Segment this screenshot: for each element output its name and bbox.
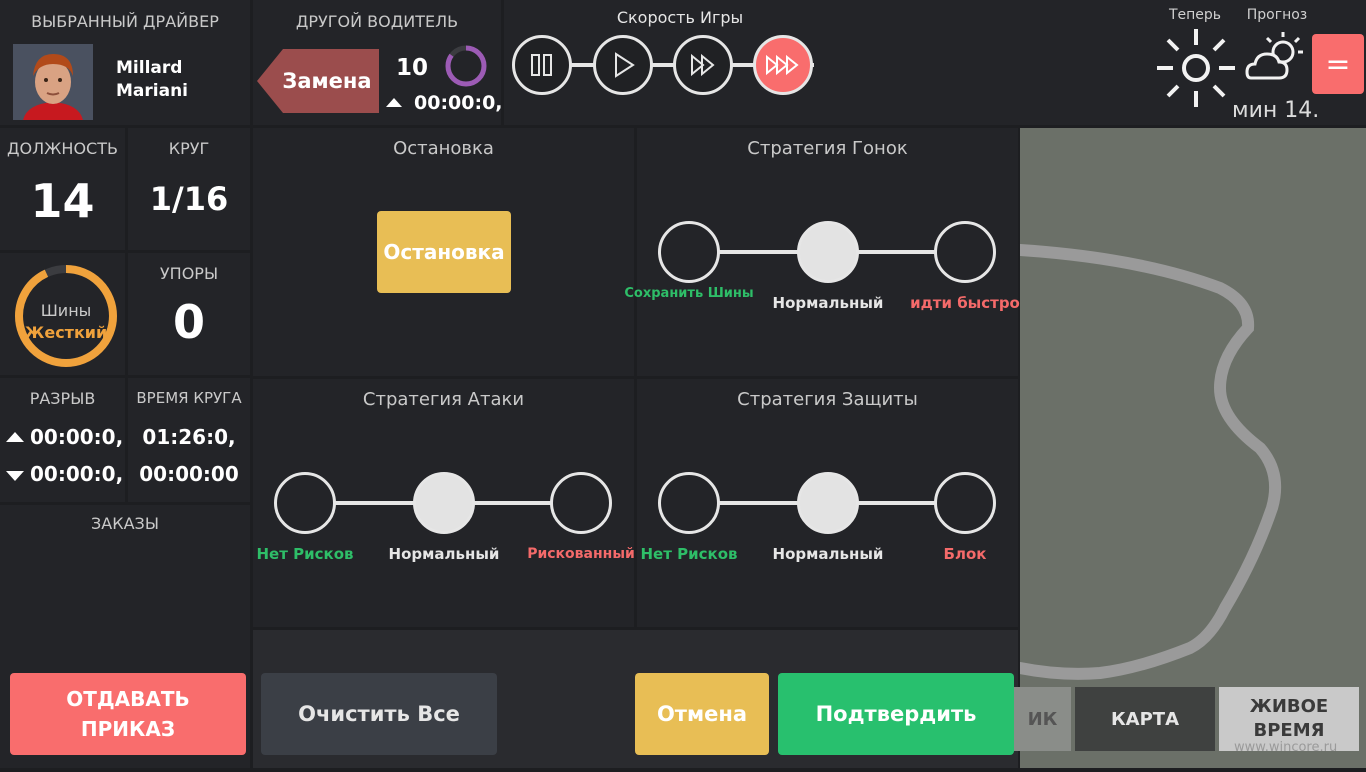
defense-block-label: Блок xyxy=(943,545,987,563)
partly-cloudy-icon xyxy=(1245,30,1307,88)
fastest-button[interactable] xyxy=(753,35,813,95)
defense-normal-option[interactable] xyxy=(797,472,859,534)
gap-behind-icon xyxy=(6,471,24,481)
gap-up-icon xyxy=(386,98,402,107)
fast-forward-icon xyxy=(691,53,715,77)
play-button[interactable] xyxy=(593,35,653,95)
position-value: 14 xyxy=(30,174,95,228)
game-speed-title: Скорость Игры xyxy=(616,8,744,27)
top-bar: Скорость Игры Теперь Прогноз xyxy=(504,0,1366,125)
gap-behind-value: 00:00:0, xyxy=(30,462,124,486)
tyres-panel: Шины Жесткий xyxy=(0,253,125,375)
session-time: мин 14. xyxy=(1232,98,1320,123)
live-timing-tab[interactable]: ЖИВОЕ ВРЕМЯ xyxy=(1219,687,1359,751)
selected-driver-panel: ВЫБРАННЫЙ ДРАЙВЕР Millard Mariani xyxy=(0,0,250,125)
other-driver-position: 10 xyxy=(396,55,429,81)
other-driver-panel: ДРУГОЙ ВОДИТЕЛЬ Замена 10 00:00:0, xyxy=(253,0,503,125)
laptime-best: 00:00:00 xyxy=(139,462,239,486)
laptime-last: 01:26:0, xyxy=(142,425,236,449)
pit-title: Остановка xyxy=(393,138,494,159)
stops-label: УПОРЫ xyxy=(159,264,219,283)
race-save-tyres-label: Сохранить Шины xyxy=(624,286,754,301)
race-push-option[interactable] xyxy=(934,221,996,283)
defense-no-risk-label: Нет Рисков xyxy=(640,545,738,563)
selected-driver-header: ВЫБРАННЫЙ ДРАЙВЕР xyxy=(31,12,219,31)
attack-normal-option[interactable] xyxy=(413,472,475,534)
driver-first-name: Millard xyxy=(116,58,183,78)
map-tab[interactable]: КАРТА xyxy=(1075,687,1215,751)
lap-label: КРУГ xyxy=(168,139,210,158)
gap-panel: РАЗРЫВ 00:00:0, 00:00:0, xyxy=(0,378,125,502)
tyres-label: Шины xyxy=(40,301,92,320)
attack-strategy-panel: Стратегия Атаки Нет Рисков Нормальный Ри… xyxy=(253,379,635,627)
confirm-button[interactable]: Подтвердить xyxy=(778,673,1014,755)
weather-now-label: Теперь xyxy=(1168,7,1222,23)
laptime-label: ВРЕМЯ КРУГА xyxy=(136,389,242,407)
race-push-label: идти быстро xyxy=(910,294,1020,312)
lap-value: 1/16 xyxy=(149,180,229,218)
defense-block-option[interactable] xyxy=(934,472,996,534)
race-normal-option[interactable] xyxy=(797,221,859,283)
track-map[interactable] xyxy=(1014,128,1366,768)
defense-strategy-panel: Стратегия Защиты Нет Рисков Нормальный Б… xyxy=(637,379,1018,627)
pit-panel: Остановка Остановка xyxy=(253,128,634,376)
watermark: www.wincore.ru xyxy=(1234,740,1338,755)
cancel-button[interactable]: Отмена xyxy=(635,673,769,755)
swap-driver-button[interactable]: Замена xyxy=(257,49,379,113)
race-normal-label: Нормальный xyxy=(772,294,884,312)
position-panel: ДОЛЖНОСТЬ 14 xyxy=(0,128,125,250)
gap-ahead-value: 00:00:0, xyxy=(30,425,124,449)
laptime-panel: ВРЕМЯ КРУГА 01:26:0, 00:00:00 xyxy=(128,378,250,502)
race-strategy-title: Стратегия Гонок xyxy=(747,138,908,159)
other-driver-progress-ring xyxy=(444,44,488,92)
attack-risky-option[interactable] xyxy=(550,472,612,534)
gap-label: РАЗРЫВ xyxy=(29,389,96,408)
orders-label: ЗАКАЗЫ xyxy=(91,514,159,533)
defense-strategy-title: Стратегия Защиты xyxy=(737,389,918,410)
tyre-compound: Жесткий xyxy=(24,323,108,342)
pause-icon xyxy=(531,54,552,76)
pit-stop-button[interactable]: Остановка xyxy=(377,211,511,293)
race-strategy-panel: Стратегия Гонок Сохранить Шины Нормальны… xyxy=(624,128,1020,376)
gap-ahead-icon xyxy=(6,432,24,442)
attack-normal-label: Нормальный xyxy=(388,545,500,563)
sun-icon xyxy=(1155,27,1237,113)
track-outline xyxy=(1014,244,1282,680)
weather-forecast-label: Прогноз xyxy=(1246,7,1308,23)
attack-no-risk-option[interactable] xyxy=(274,472,336,534)
tyre-wear-ring xyxy=(12,262,120,374)
other-driver-gap: 00:00:0, xyxy=(414,92,503,114)
stops-panel: УПОРЫ 0 xyxy=(128,253,250,375)
driver-last-name: Mariani xyxy=(116,81,189,101)
give-order-button[interactable]: ОТДАВАТЬ ПРИКАЗ xyxy=(10,673,246,755)
attack-no-risk-label: Нет Рисков xyxy=(256,545,354,563)
stops-value: 0 xyxy=(172,295,205,349)
attack-risky-label: Рискованный xyxy=(527,546,635,562)
menu-button[interactable]: = xyxy=(1312,34,1364,94)
defense-no-risk-option[interactable] xyxy=(658,472,720,534)
fastest-icon xyxy=(766,54,799,76)
defense-normal-label: Нормальный xyxy=(772,545,884,563)
lap-panel: КРУГ 1/16 xyxy=(128,128,250,250)
pause-button[interactable] xyxy=(512,35,572,95)
other-driver-header: ДРУГОЙ ВОДИТЕЛЬ xyxy=(295,12,459,31)
map-tab-partial[interactable]: ИК xyxy=(1014,687,1071,751)
play-icon xyxy=(615,52,635,78)
attack-strategy-title: Стратегия Атаки xyxy=(362,389,525,410)
driver-avatar xyxy=(13,44,93,120)
menu-icon: = xyxy=(1325,46,1351,82)
swap-driver-label: Замена xyxy=(282,69,372,93)
clear-all-button[interactable]: Очистить Все xyxy=(261,673,497,755)
position-label: ДОЛЖНОСТЬ xyxy=(7,139,118,158)
fast-forward-button[interactable] xyxy=(673,35,733,95)
race-save-tyres-option[interactable] xyxy=(658,221,720,283)
